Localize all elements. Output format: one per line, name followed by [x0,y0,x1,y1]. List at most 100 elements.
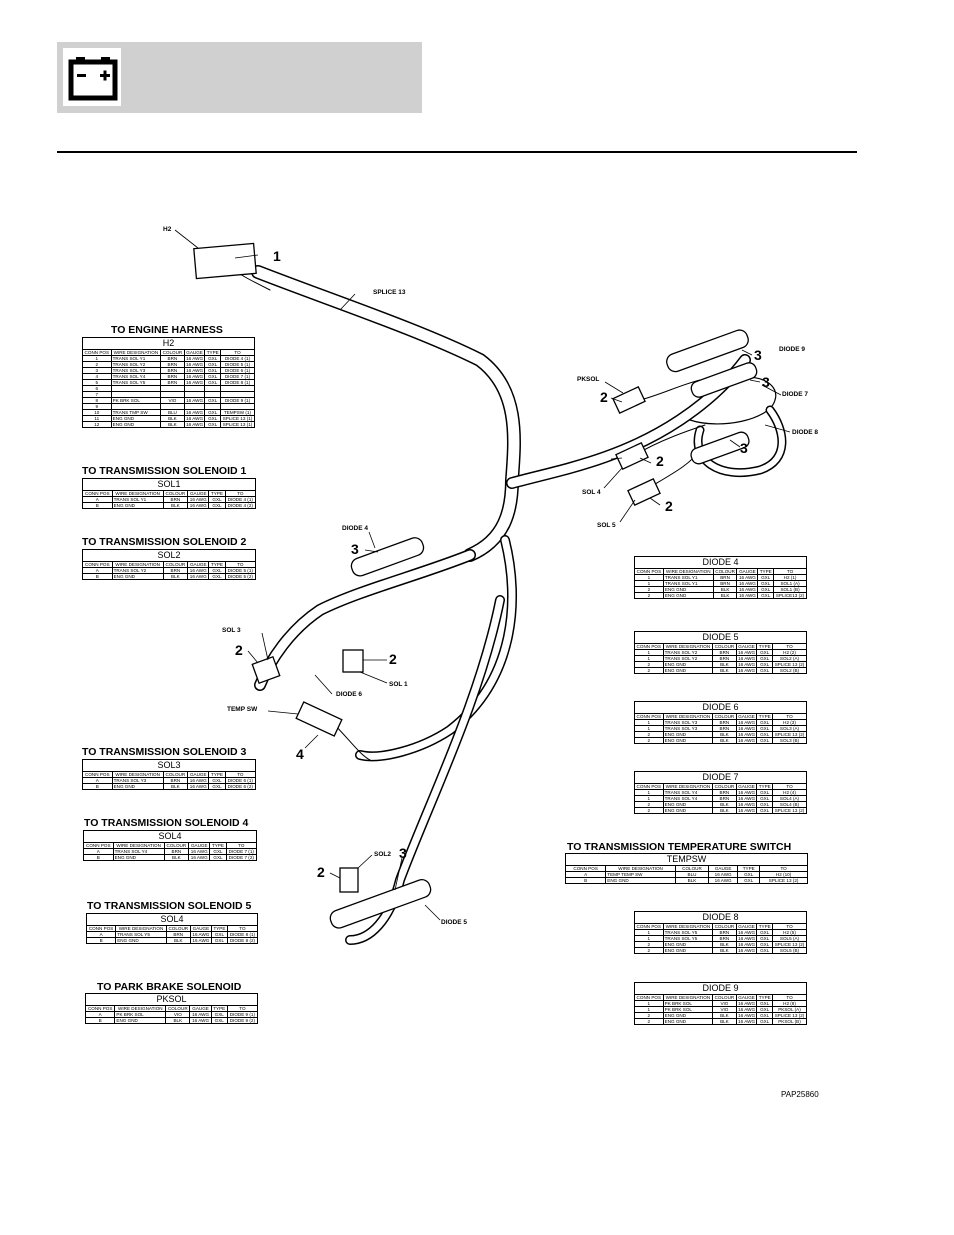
column-header: COLOUR [712,643,737,650]
label-sol5: SOL 5 [597,522,616,529]
table-cell: 16 AWG [736,586,759,593]
label-sol4: SOL 4 [582,489,601,496]
table-cell: 16 AWG [189,1017,212,1024]
column-header: GAUGE [187,771,210,778]
table-cell: 16 AWG [735,795,758,802]
label-sol3: SOL 3 [222,627,241,634]
table-cell: GXL [756,947,774,954]
table-cell: 16 AWG [735,947,758,954]
column-header: GAUGE [735,713,758,720]
table-cell: SPLICE 13 (2) [772,941,807,948]
column-header: COLOUR [712,713,737,720]
column-header: WIRE DESIGNATION [662,783,714,790]
callout-1: 1 [273,248,281,264]
table-cell: GXL [210,937,228,944]
column-header: CONN POS [634,923,664,930]
table-cell: 16 AWG [735,649,758,656]
table-name: DIODE 8 [634,911,807,924]
column-header: TYPE [756,994,774,1001]
title-sol3: TO TRANSMISSION SOLENOID 3 [82,746,247,758]
table-cell: DIODE 4 (1) [220,355,255,362]
title-h2: TO ENGINE HARNESS [111,324,223,336]
table-cell: 16 AWG [183,367,206,374]
callout-2d: 2 [235,642,243,658]
table-name: H2 [82,337,255,350]
battery-icon [63,48,121,106]
title-pksol: TO PARK BRAKE SOLENOID [97,981,242,993]
table-cell: 16 AWG [187,573,210,580]
table-cell: SPLICE 13 (1) [220,415,255,422]
table-cell: GXL [204,421,222,428]
label-diode6: DIODE 6 [336,691,363,698]
table-cell: 16 AWG [735,655,758,662]
table-cell: 2 [634,947,664,954]
column-header: WIRE DESIGNATION [112,842,165,849]
table-cell: ENG GND [111,502,164,509]
column-header: GAUGE [189,925,212,932]
table-cell: BLK [712,1018,737,1025]
column-header: WIRE DESIGNATION [662,643,714,650]
table-cell: ENG GND [662,807,714,814]
table-cell: SPLICE 13 (1) [220,421,255,428]
column-header: GAUGE [735,643,758,650]
column-header: COLOUR [165,925,191,932]
table-cell: 16 AWG [187,496,210,503]
table-cell: 16 AWG [735,731,758,738]
table-name: SOL3 [82,759,256,772]
table-cell: SOL5 (B) [772,947,807,954]
table-cell: 16 AWG [189,937,212,944]
table-cell: DIODE 8 (2) [226,937,259,944]
column-header: COLOUR [165,1005,191,1012]
table-cell: 16 AWG [735,1006,758,1013]
title-tempsw: TO TRANSMISSION TEMPERATURE SWITCH [567,841,792,853]
table-cell: DIODE 8 (1) [226,931,259,938]
table-cell: DIODE 7 (2) [225,854,258,861]
table-cell: 16 AWG [183,415,206,422]
callout-3a: 3 [754,347,762,363]
column-header: TYPE [208,771,226,778]
table-cell: GXL [737,877,761,884]
label-diode4: DIODE 4 [342,525,369,532]
column-header: COLOUR [712,783,737,790]
table-cell: DIODE 4 (2) [224,502,257,509]
table-cell: BLK [162,573,189,580]
table-cell: GXL [210,1017,228,1024]
column-header: WIRE DESIGNATION [662,994,714,1001]
table-cell: 16 AWG [735,661,758,668]
table-cell: ENG GND [111,573,164,580]
table-cell: 16 AWG [735,737,758,744]
table-cell: SPLICE 13 (2) [772,731,807,738]
table-cell: 16 AWG [183,421,206,428]
column-header: TYPE [208,490,226,497]
table-cell: BLK [165,937,191,944]
column-header: WIRE DESIGNATION [115,925,167,932]
table-name: PKSOL [85,993,258,1006]
column-header: TYPE [756,713,774,720]
table-name: SOL4 [83,830,257,843]
column-header: WIRE DESIGNATION [662,713,714,720]
table-cell: B [84,1017,116,1024]
column-header: WIRE DESIGNATION [662,923,714,930]
table-cell: BLK [712,667,737,674]
column-header: CONN POS [634,713,664,720]
column-header: COLOUR [162,771,189,778]
table-cell: 16 AWG [183,361,206,368]
table-cell: 2 [634,667,664,674]
table-name: DIODE 9 [634,982,807,995]
